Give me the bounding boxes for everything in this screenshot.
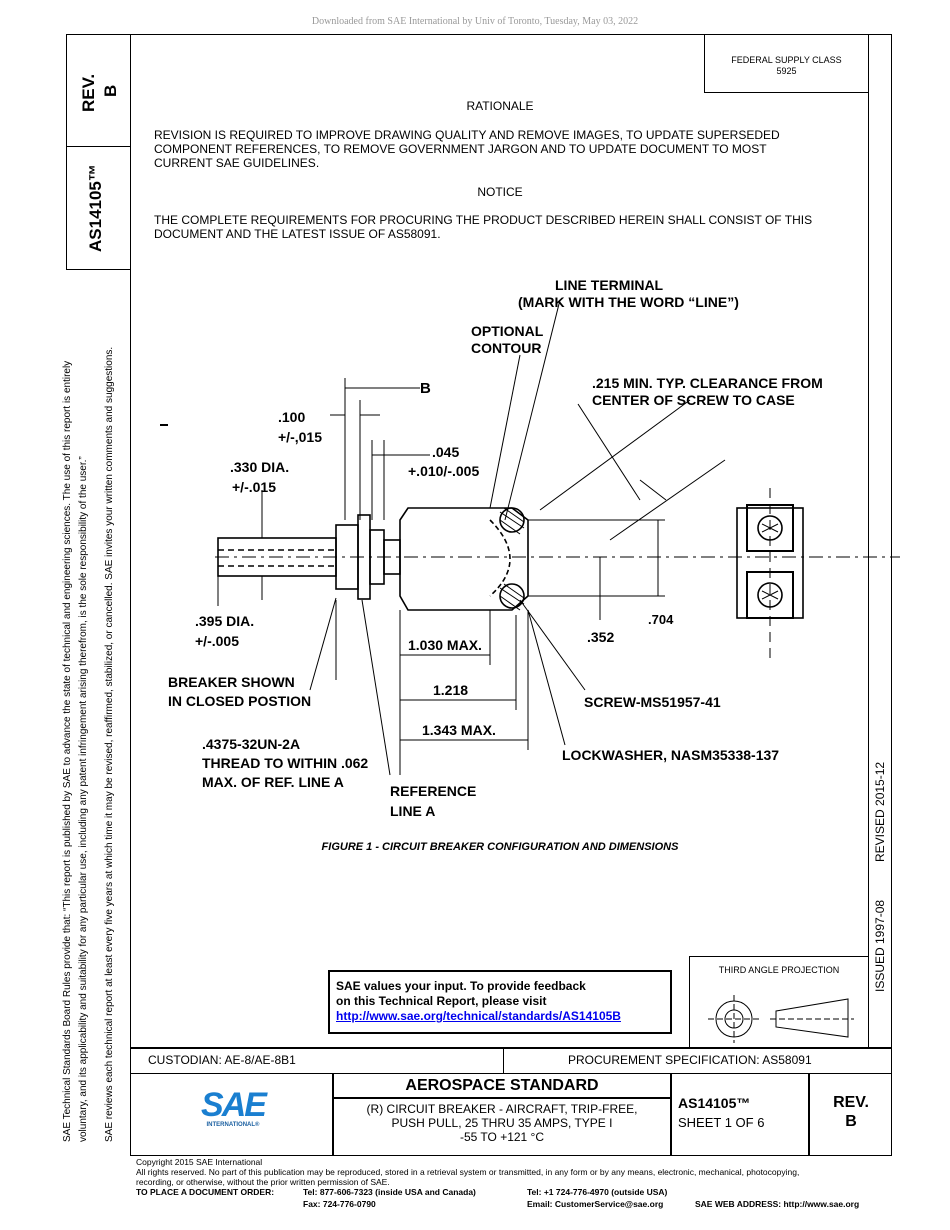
- thread-label-3: MAX. OF REF. LINE A: [202, 774, 344, 790]
- feedback-link[interactable]: http://www.sae.org/technical/standards/A…: [336, 1009, 621, 1023]
- title-block-divider-2: [670, 1073, 672, 1156]
- tb-rev-label: REV.: [833, 1094, 869, 1111]
- dim-100-label: .100: [278, 409, 306, 425]
- notice-line: DOCUMENT AND THE LATEST ISSUE OF AS58091…: [154, 227, 441, 241]
- notice-heading: NOTICE: [477, 185, 523, 199]
- fsc-label: FEDERAL SUPPLY CLASS: [731, 55, 842, 65]
- figure-caption: FIGURE 1 - CIRCUIT BREAKER CONFIGURATION…: [321, 841, 679, 853]
- tb-sheet: SHEET 1 OF 6: [678, 1115, 765, 1130]
- contour-label: CONTOUR: [471, 340, 542, 356]
- dim-100-tol: +/-,015: [278, 429, 322, 445]
- dim-045-tol: +.010/-.005: [408, 463, 480, 479]
- thread-label-1: .4375-32UN-2A: [202, 736, 301, 752]
- dim-704-label: .704: [648, 612, 674, 627]
- rationale-heading: RATIONALE: [466, 99, 534, 113]
- thread-label-2: THREAD TO WITHIN .062: [202, 755, 369, 771]
- order-fax: Fax: 724-776-0790: [303, 1199, 376, 1209]
- order-label: TO PLACE A DOCUMENT ORDER:: [136, 1187, 275, 1197]
- dim-b-label: B: [420, 380, 431, 397]
- closed-position-label: IN CLOSED POSTION: [168, 693, 312, 709]
- dim-1218-label: 1.218: [433, 682, 469, 698]
- reference-label: REFERENCE: [390, 783, 477, 799]
- line-terminal-label: LINE TERMINAL: [555, 277, 664, 293]
- title-line: (R) CIRCUIT BREAKER - AIRCRAFT, TRIP-FRE…: [366, 1102, 638, 1116]
- order-tel: Tel: 877-606-7323 (inside USA and Canada…: [303, 1187, 476, 1197]
- procurement-label: PROCUREMENT SPECIFICATION: AS58091: [568, 1053, 812, 1067]
- order-tel-intl: Tel: +1 724-776-4970 (outside USA): [527, 1187, 668, 1197]
- third-angle-projection-icon: [708, 995, 854, 1043]
- feedback-box: SAE values your input. To provide feedba…: [328, 970, 672, 1034]
- notice-line: THE COMPLETE REQUIREMENTS FOR PROCURING …: [154, 213, 813, 227]
- standard-heading: AEROSPACE STANDARD: [405, 1077, 599, 1094]
- clearance-label-2: CENTER OF SCREW TO CASE: [592, 392, 795, 408]
- dim-330-tol: +/-.015: [232, 479, 276, 495]
- clearance-label-1: .215 MIN. TYP. CLEARANCE FROM: [592, 375, 823, 391]
- lockwasher-label: LOCKWASHER, NASM35338-137: [562, 747, 780, 763]
- rationale-text: REVISION IS REQUIRED TO IMPROVE DRAWING …: [154, 128, 780, 170]
- title-block-mid-rule: [130, 1073, 892, 1074]
- feedback-line: on this Technical Report, please visit: [336, 994, 547, 1008]
- dim-352-label: .352: [587, 629, 615, 645]
- dim-395-tol: +/-.005: [195, 633, 239, 649]
- web-address: SAE WEB ADDRESS: http://www.sae.org: [695, 1199, 860, 1209]
- projection-label: THIRD ANGLE PROJECTION: [718, 965, 840, 975]
- title-block-divider-1: [332, 1073, 334, 1156]
- tb-doc-number: AS14105™: [678, 1095, 751, 1111]
- sae-logo-text: SAE: [201, 1086, 267, 1124]
- screw-label: SCREW-MS51957-41: [584, 694, 721, 710]
- page-frame: [130, 34, 892, 1156]
- notice-text: THE COMPLETE REQUIREMENTS FOR PROCURING …: [154, 213, 812, 241]
- line-terminal-note: (MARK WITH THE WORD “LINE”): [518, 294, 739, 310]
- title-line: PUSH PULL, 25 THRU 35 AMPS, TYPE I: [391, 1116, 613, 1130]
- order-email: Email: CustomerService@sae.org: [527, 1199, 664, 1209]
- dim-1030-label: 1.030 MAX.: [408, 637, 482, 653]
- tb-rev-value: B: [845, 1113, 857, 1130]
- custodian-label: CUSTODIAN: AE-8/AE-8B1: [148, 1053, 296, 1067]
- fsc-number: 5925: [776, 66, 797, 76]
- title-block-divider-3: [808, 1073, 810, 1156]
- footer: Copyright 2015 SAE International All rig…: [136, 1157, 936, 1187]
- breaker-shown-label: BREAKER SHOWN: [168, 674, 295, 690]
- left-docnum-box: [66, 146, 131, 270]
- custodian-divider: [503, 1048, 504, 1074]
- rationale-line: COMPONENT REFERENCES, TO REMOVE GOVERNME…: [154, 142, 767, 156]
- dim-1343-label: 1.343 MAX.: [422, 722, 496, 738]
- title-block-top-rule: [130, 1047, 892, 1049]
- title-line: -55 TO +121 °C: [459, 1130, 545, 1144]
- sae-logo-sub: INTERNATIONAL®: [206, 1122, 260, 1128]
- rights-text: All rights reserved. No part of this pub…: [136, 1167, 800, 1177]
- feedback-line: SAE values your input. To provide feedba…: [336, 979, 586, 993]
- dim-045-label: .045: [432, 444, 460, 460]
- copyright: Copyright 2015 SAE International: [136, 1157, 263, 1167]
- rights-text: recording, or otherwise, without the pri…: [136, 1177, 390, 1187]
- optional-label: OPTIONAL: [471, 323, 544, 339]
- rationale-line: REVISION IS REQUIRED TO IMPROVE DRAWING …: [154, 128, 780, 142]
- sae-logo: SAE INTERNATIONAL®: [196, 1088, 270, 1128]
- right-strip-divider: [868, 34, 869, 1048]
- dim-330-label: .330 DIA.: [230, 459, 290, 475]
- download-note: Downloaded from SAE International by Uni…: [311, 16, 639, 27]
- document-title: (R) CIRCUIT BREAKER - AIRCRAFT, TRIP-FRE…: [334, 1102, 670, 1144]
- federal-supply-class-box: FEDERAL SUPPLY CLASS 5925: [704, 34, 869, 93]
- standard-rule: [334, 1097, 672, 1099]
- rationale-line: CURRENT SAE GUIDELINES.: [154, 156, 320, 170]
- dim-395-label: .395 DIA.: [195, 613, 255, 629]
- line-a-label: LINE A: [390, 803, 436, 819]
